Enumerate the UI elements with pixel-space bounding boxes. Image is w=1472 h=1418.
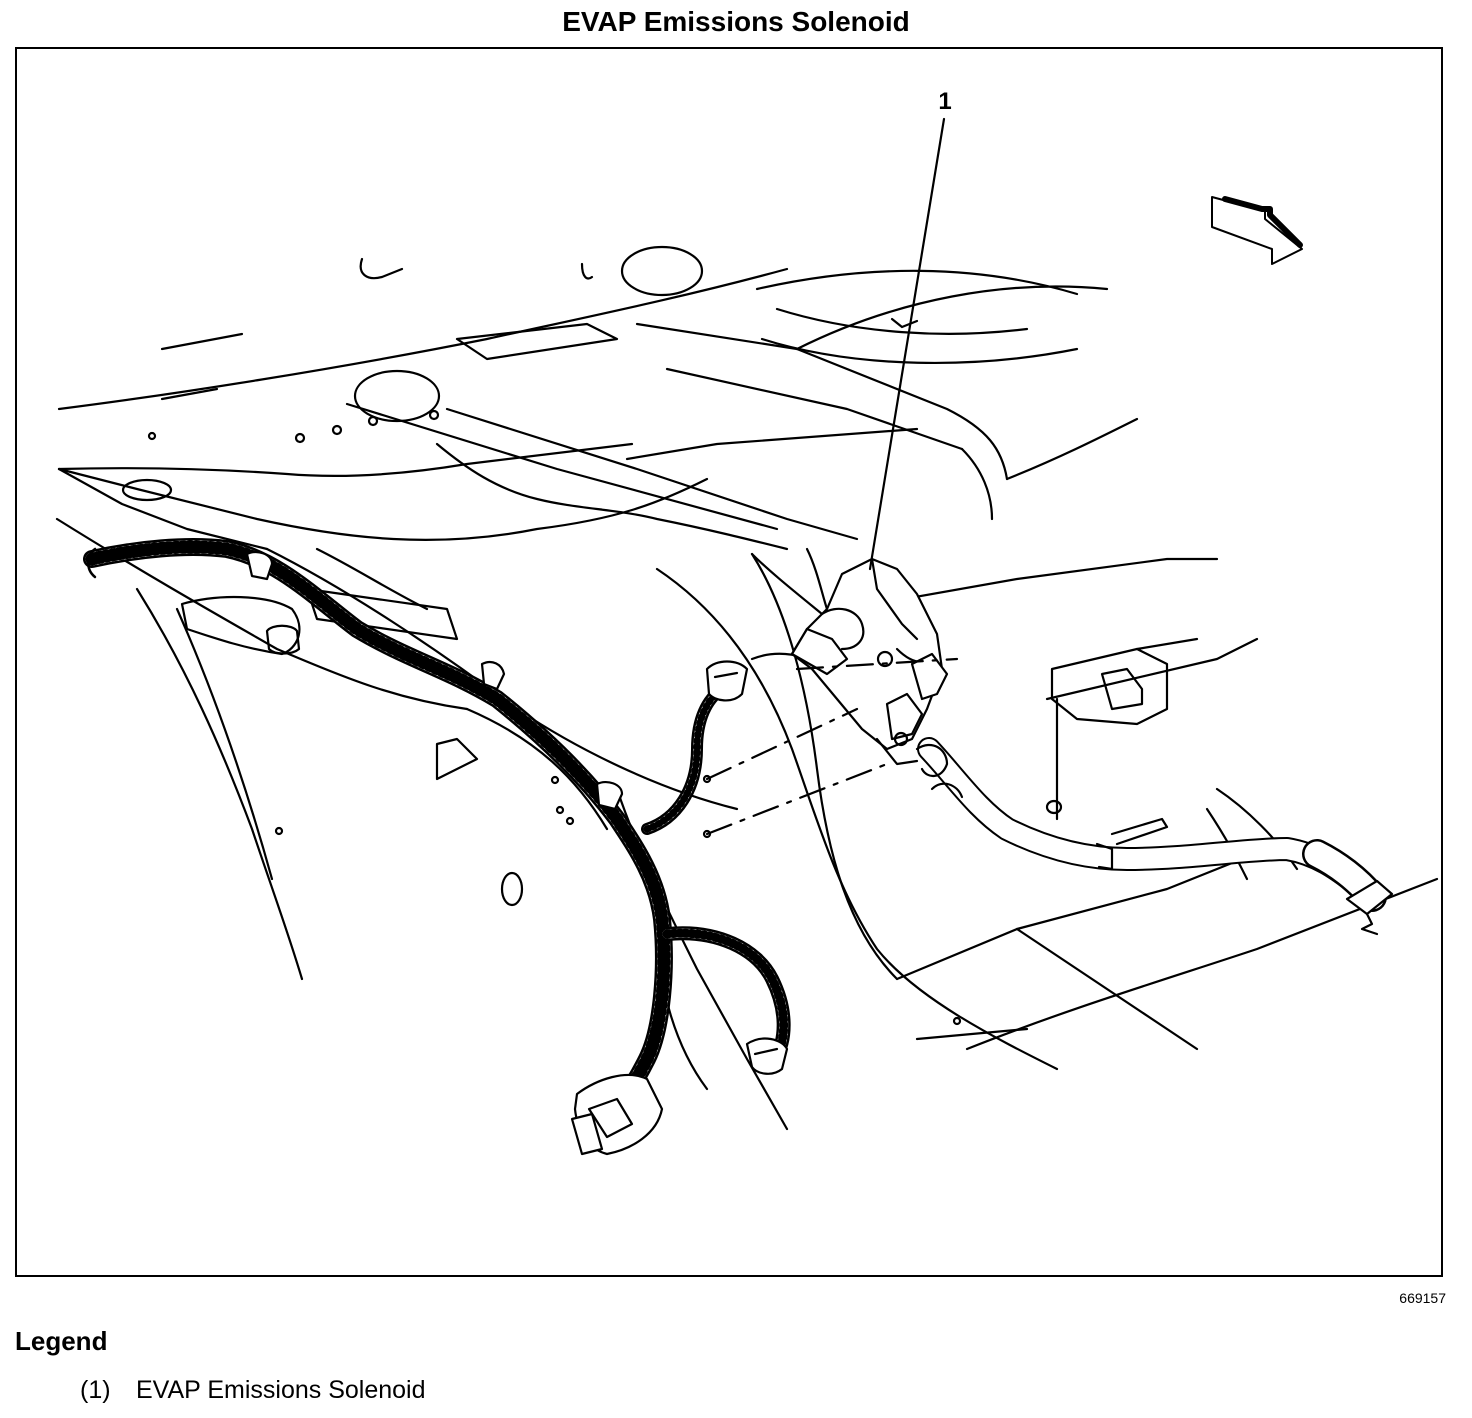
evap-hose	[915, 737, 1394, 936]
page-title: EVAP Emissions Solenoid	[562, 6, 910, 37]
body-panel-lines	[55, 267, 1439, 1131]
legend-item: (1) EVAP Emissions Solenoid	[80, 1376, 426, 1405]
wiring-harness	[83, 538, 889, 1128]
mounting-hole	[702, 774, 712, 784]
alignment-lines	[705, 657, 959, 836]
evap-solenoid	[790, 557, 949, 766]
diagram-drawing: 1	[55, 88, 1439, 1156]
mounting-brackets	[180, 587, 1199, 781]
figure-id: 669157	[1399, 1290, 1446, 1306]
callout-leader-line	[868, 117, 946, 571]
legend-heading: Legend	[15, 1326, 108, 1356]
harness-connectors	[245, 550, 789, 1156]
diagram-figure: 1	[15, 47, 1443, 1277]
callout-number: 1	[938, 88, 951, 115]
forward-direction-arrow-icon	[1211, 196, 1303, 265]
legend-item-number: (1)	[80, 1376, 111, 1404]
legend-item-label: EVAP Emissions Solenoid	[136, 1376, 426, 1404]
mounting-hole	[702, 829, 712, 839]
body-panel-holes	[121, 245, 1063, 1026]
